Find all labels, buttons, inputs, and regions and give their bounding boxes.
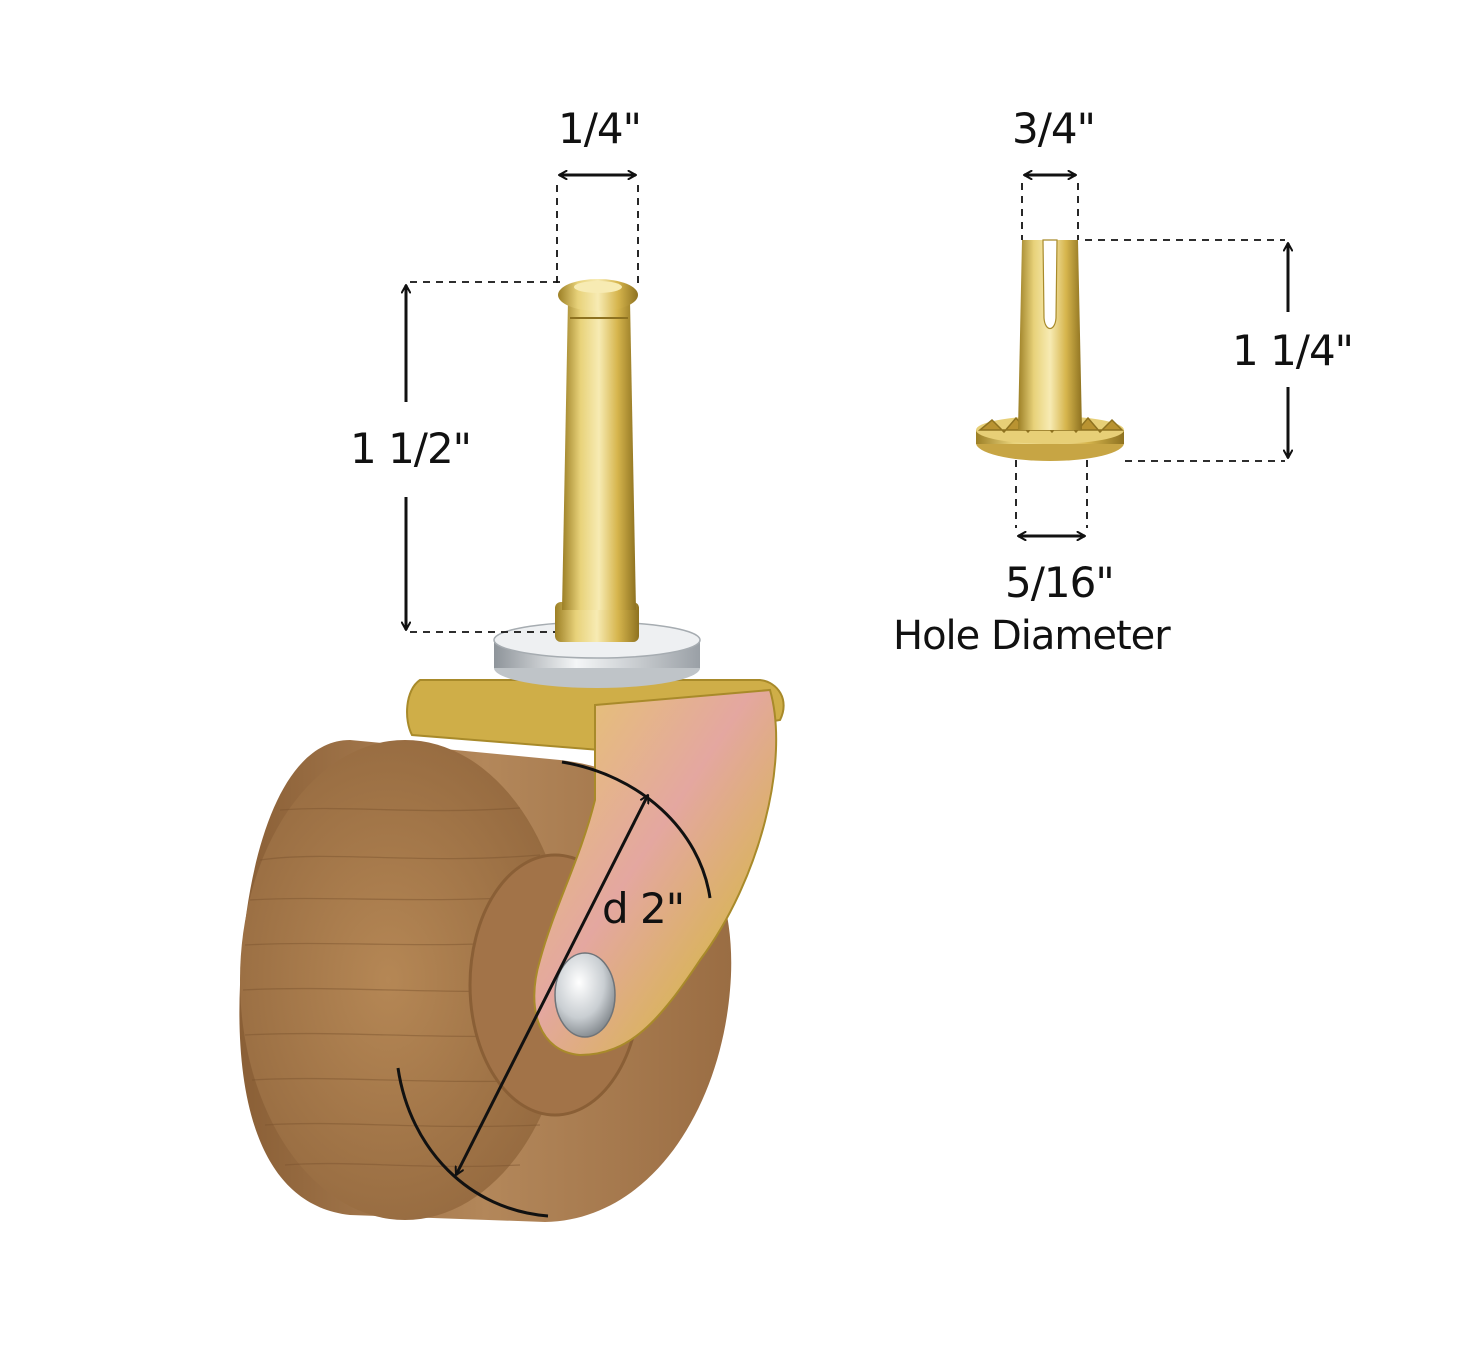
hole-diameter-caption: Hole Diameter — [893, 613, 1171, 659]
socket-width-label: 3/4" — [1012, 104, 1096, 153]
socket-slot — [1042, 239, 1058, 330]
dimension-lines — [396, 175, 1288, 1218]
wheel-diameter-arrow — [454, 795, 650, 1175]
stem-collar — [555, 602, 639, 642]
wheel-diameter-label: d 2" — [602, 884, 685, 933]
wheel-arc-bottom — [396, 1067, 549, 1218]
socket-illustration — [976, 239, 1124, 461]
stem-width-label: 1/4" — [558, 104, 642, 153]
socket-height-label: 1 1/4" — [1232, 326, 1354, 375]
wheel-arc-top — [561, 760, 712, 899]
axle-cap — [554, 952, 616, 1038]
stem-shaft — [562, 300, 636, 610]
socket-sleeve — [1018, 240, 1082, 430]
hole-size-label: 5/16" — [1005, 558, 1115, 607]
caster-illustration — [239, 279, 785, 1222]
stem-height-label: 1 1/2" — [350, 424, 472, 473]
